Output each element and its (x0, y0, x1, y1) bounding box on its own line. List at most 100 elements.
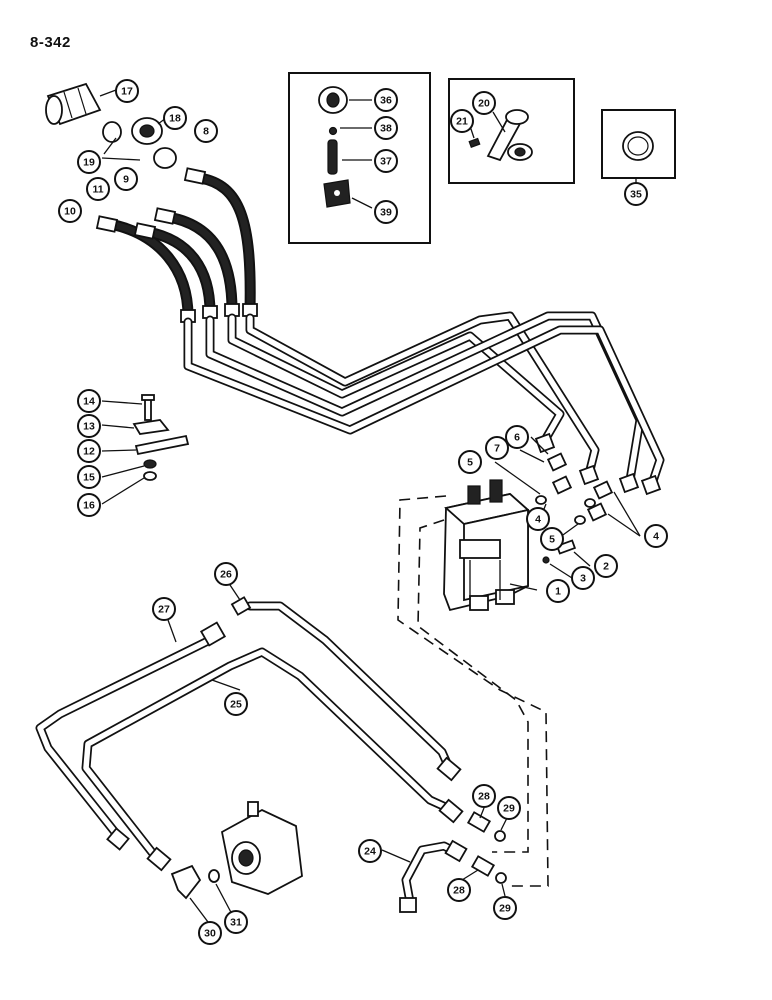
callout-circle (472, 91, 496, 115)
callout-circle (450, 109, 474, 133)
callout-number: 15 (83, 472, 95, 484)
callout-number: 18 (169, 113, 181, 125)
callout-number: 16 (83, 500, 95, 512)
callout-circle (594, 554, 618, 578)
callout-circle (493, 896, 517, 920)
callout-37: 37 (374, 149, 398, 173)
callout-circle (472, 784, 496, 808)
callout-number: 28 (478, 791, 490, 803)
callout-number: 31 (230, 917, 242, 929)
callout-number: 36 (380, 95, 392, 107)
callout-36: 36 (374, 88, 398, 112)
callout-31: 31 (224, 910, 248, 934)
callout-number: 2 (603, 561, 609, 573)
callout-number: 8 (203, 126, 209, 138)
callout-39: 39 (374, 200, 398, 224)
callout-29: 29 (497, 796, 521, 820)
callout-number: 25 (230, 699, 242, 711)
lower-tubes (35, 581, 508, 913)
callout-number: 14 (83, 396, 95, 408)
callout-circle (546, 579, 570, 603)
inset-box-detent-parts (288, 72, 431, 244)
hoses (95, 167, 258, 323)
callout-number: 37 (380, 156, 392, 168)
callout-20: 20 (472, 91, 496, 115)
callout-circle (198, 921, 222, 945)
callout-circle (458, 450, 482, 474)
callout-circle (224, 910, 248, 934)
callout-number: 27 (158, 604, 170, 616)
callout-number: 13 (83, 421, 95, 433)
callout-number: 38 (380, 123, 392, 135)
callout-circle (77, 150, 101, 174)
callout-21: 21 (450, 109, 474, 133)
callout-35: 35 (624, 182, 648, 206)
callout-circle (358, 839, 382, 863)
callout-2: 2 (594, 554, 618, 578)
callout-circle (77, 493, 101, 517)
control-valve (443, 436, 641, 612)
callout-7: 7 (485, 436, 509, 460)
callout-circle (526, 507, 550, 531)
callout-circle (374, 149, 398, 173)
callout-circle (152, 597, 176, 621)
callout-16: 16 (77, 493, 101, 517)
callout-18: 18 (163, 106, 187, 130)
dashed-routing (397, 495, 549, 887)
inset-box-cap (601, 109, 676, 185)
callout-28: 28 (472, 784, 496, 808)
callout-number: 29 (499, 903, 511, 915)
callout-circle (214, 562, 238, 586)
callout-12: 12 (77, 439, 101, 463)
callout-number: 3 (580, 573, 586, 585)
callout-4: 4 (526, 507, 550, 531)
callout-number: 6 (514, 432, 520, 444)
callout-30: 30 (198, 921, 222, 945)
callout-3: 3 (571, 566, 595, 590)
callout-circle (485, 436, 509, 460)
callout-circle (115, 79, 139, 103)
callout-circle (194, 119, 218, 143)
callout-number: 11 (92, 184, 103, 196)
callout-5: 5 (540, 527, 564, 551)
upper-tubes (183, 311, 665, 496)
callout-11: 11 (86, 177, 110, 201)
clamp-parts (101, 394, 190, 505)
callout-number: 24 (364, 846, 376, 858)
callout-number: 4 (535, 514, 541, 526)
callout-number: 5 (549, 534, 555, 546)
callout-number: 35 (630, 189, 642, 201)
callout-4: 4 (644, 524, 668, 548)
callout-circle (624, 182, 648, 206)
callout-number: 29 (503, 803, 515, 815)
callout-number: 21 (456, 116, 468, 128)
callout-number: 12 (83, 446, 95, 458)
callout-15: 15 (77, 465, 101, 489)
coupler-parts (45, 82, 177, 169)
callout-6: 6 (505, 425, 529, 449)
callout-13: 13 (77, 414, 101, 438)
callout-28: 28 (447, 878, 471, 902)
callout-14: 14 (77, 389, 101, 413)
callout-circle (58, 199, 82, 223)
callout-circle (447, 878, 471, 902)
callout-number: 5 (467, 457, 473, 469)
callout-circle (374, 88, 398, 112)
callout-number: 19 (83, 157, 95, 169)
callout-27: 27 (152, 597, 176, 621)
callout-circle (77, 414, 101, 438)
callout-circle (77, 465, 101, 489)
callout-number: 28 (453, 885, 465, 897)
callout-number: 30 (204, 928, 216, 940)
callout-5: 5 (458, 450, 482, 474)
callout-24: 24 (358, 839, 382, 863)
callout-19: 19 (77, 150, 101, 174)
callout-number: 4 (653, 531, 659, 543)
callout-circle (374, 116, 398, 140)
pump (170, 801, 303, 923)
callout-circle (644, 524, 668, 548)
callout-number: 17 (121, 86, 133, 98)
callout-circle (163, 106, 187, 130)
callout-1: 1 (546, 579, 570, 603)
